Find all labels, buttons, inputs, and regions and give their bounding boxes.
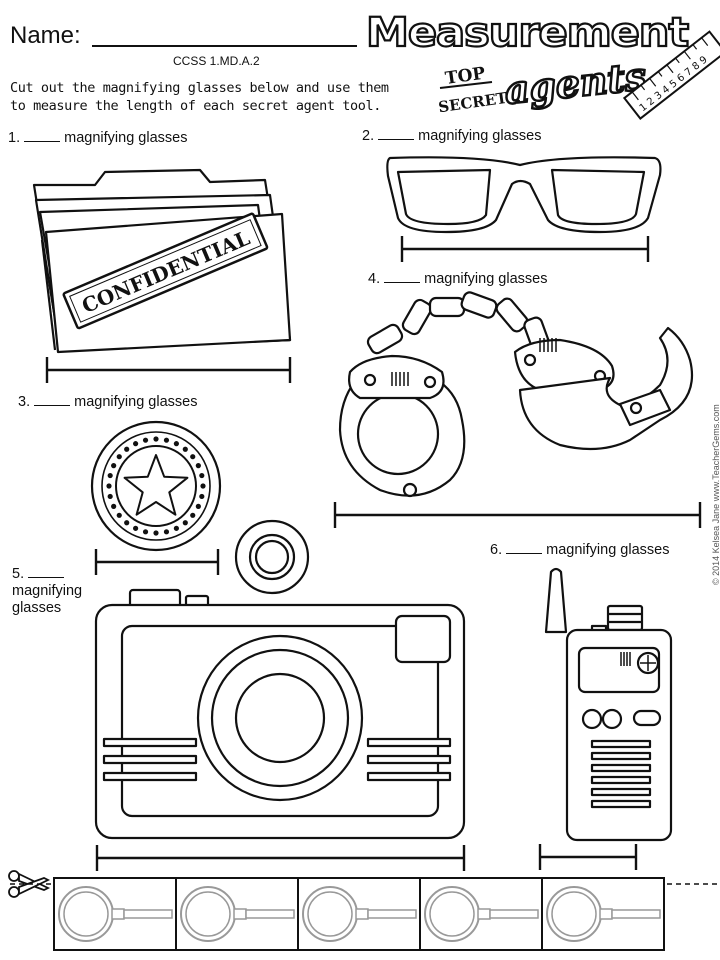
question-2-unit: magnifying glasses [418,128,542,144]
answer-blank-3[interactable] [34,405,71,406]
handcuffs-illustration [338,291,694,498]
magnifying-glass-icon[interactable] [302,886,417,942]
question-1-number: 1. [8,130,21,146]
standard-code: CCSS 1.MD.A.2 [173,54,260,68]
magnifying-glass-icon[interactable] [58,886,173,942]
answer-blank-4[interactable] [384,282,421,283]
magnifying-glass-icon[interactable] [424,886,539,942]
answer-blank-1[interactable] [24,141,61,142]
magnifying-glass-icon[interactable] [180,886,295,942]
scissors-icon [8,870,51,898]
stamp-secret-text: SECRET [437,89,509,117]
measure-line-4 [333,502,702,528]
question-3-number: 3. [18,394,31,410]
measure-line-6 [538,844,638,870]
measure-lines [45,236,702,871]
question-4: 4. magnifying glasses [368,271,547,287]
question-3-unit: magnifying glasses [74,394,198,410]
camera-illustration [94,519,466,840]
answer-blank-6[interactable] [506,553,543,554]
question-6: 6. magnifying glasses [490,542,669,558]
question-6-number: 6. [490,542,503,558]
answer-blank-2[interactable] [378,139,415,140]
question-4-number: 4. [368,271,381,287]
badge-illustration [90,420,222,552]
question-5-unit: magnifying [12,583,83,599]
name-field[interactable] [92,45,357,47]
walkie-talkie-illustration [544,567,673,842]
question-5-unit-line2: glasses [12,600,62,616]
question-2: 2. magnifying glasses [362,128,541,144]
measure-line-1 [45,357,292,383]
sunglasses-illustration [386,156,662,234]
copyright-notice: © 2014 Kelsea Jane www.TeacherGems.com [711,404,720,585]
measure-line-5 [95,845,466,871]
title-measurement: Measurement [366,10,689,56]
question-1: 1. magnifying glasses [8,130,187,146]
question-6-unit: magnifying glasses [546,542,670,558]
cutout-strip[interactable] [53,877,665,951]
name-label: Name: [10,22,81,49]
answer-blank-5[interactable] [28,577,65,578]
magnifying-glass-icon[interactable] [546,886,661,942]
question-1-unit: magnifying glasses [64,130,188,146]
question-5: 5. magnifying glasses [12,566,82,617]
question-2-number: 2. [362,128,375,144]
measure-line-2 [400,236,650,262]
question-4-unit: magnifying glasses [424,271,548,287]
question-5-number: 5. [12,566,25,582]
instructions: Cut out the magnifying glasses below and… [10,80,389,114]
title-agents: agents [502,53,648,113]
question-3: 3. magnifying glasses [18,394,197,410]
top-secret-stamp: TOP SECRET [437,64,509,117]
measure-line-3 [94,549,220,575]
